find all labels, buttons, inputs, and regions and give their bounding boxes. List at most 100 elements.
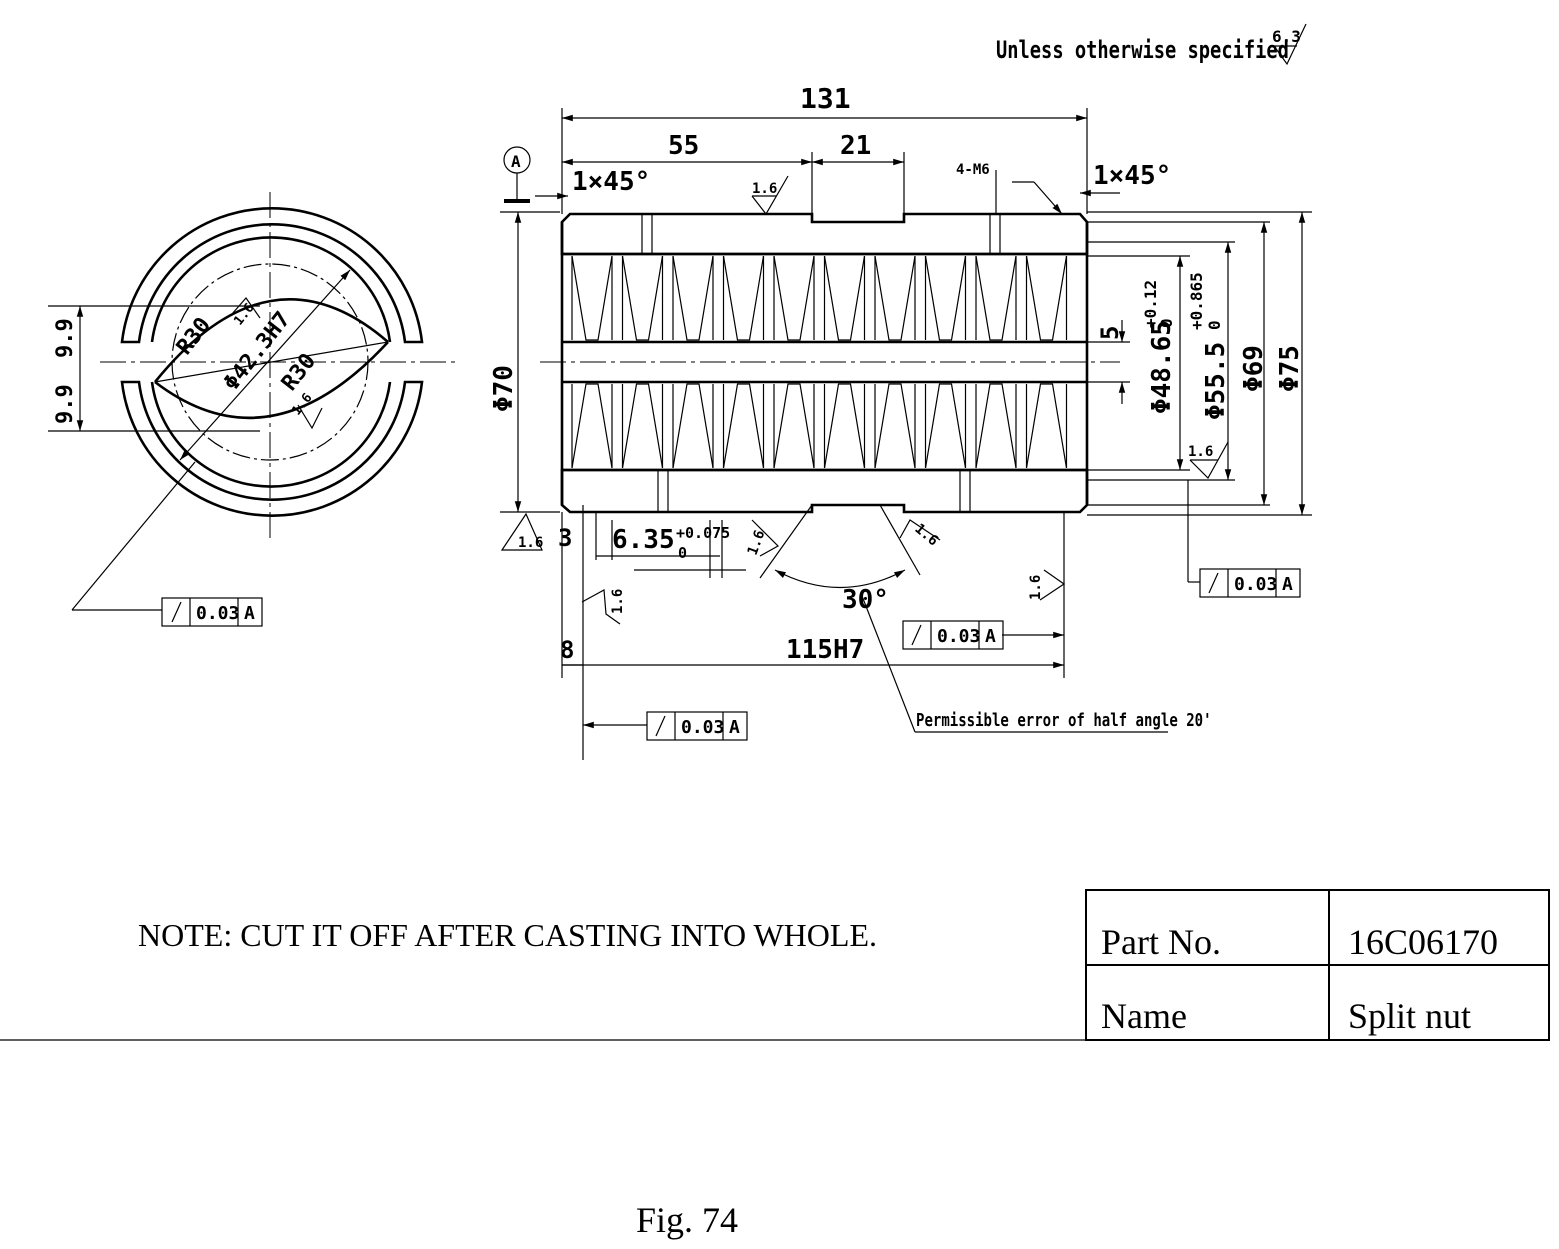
runout-icon (655, 715, 666, 737)
thread-flank (621, 383, 664, 469)
runout-icon (911, 624, 922, 646)
dim-chamfer-right: 1×45° (1093, 161, 1171, 191)
thread-flank (823, 383, 866, 469)
thread-flank (823, 255, 866, 341)
surface-note-text: Unless otherwise specified (996, 37, 1289, 65)
section-view: Φ75 Φ69 Φ55.5 +0.865 0 Φ48.65 +0.12 0 5 … (489, 82, 1312, 760)
svg-text:0.03: 0.03 (196, 603, 239, 624)
svg-text:1.6: 1.6 (911, 521, 941, 550)
thread-profiles-upper (571, 255, 1068, 341)
roughness-icon: 1.6 (751, 175, 789, 216)
dim-115: 115H7 (786, 635, 864, 665)
svg-text:0.03: 0.03 (937, 626, 980, 647)
roughness-icon: 1.6 (500, 512, 543, 551)
figure-caption: Fig. 74 (636, 1200, 738, 1240)
roughness-icon: 1.6 (231, 297, 261, 328)
svg-text:A: A (511, 152, 521, 171)
svg-text:A: A (1282, 574, 1293, 595)
svg-text:1.6: 1.6 (518, 535, 543, 551)
svg-text:1.6: 1.6 (1028, 575, 1044, 600)
thread-flank (1025, 255, 1068, 341)
dim-dia-48-tol-upper: +0.12 (1141, 280, 1160, 328)
dim-dia-48: Φ48.65 (1147, 320, 1177, 414)
dim-21: 21 (840, 131, 871, 161)
thread-flank (571, 383, 613, 469)
thread-flank (773, 255, 815, 341)
dim-dia-55: Φ55.5 (1201, 342, 1231, 420)
thread-flank (672, 255, 714, 341)
part-no-label: Part No. (1101, 922, 1221, 962)
roughness-icon: 1.6 (289, 391, 323, 430)
thread-flank (621, 255, 664, 341)
title-block: Part No. 16C06170 Name Split nut (1085, 889, 1550, 1041)
thread-flank (722, 383, 765, 469)
roughness-icon: 1.6 (899, 519, 941, 550)
dim-dia-48-tol-lower: 0 (1157, 318, 1176, 328)
thread-flank (722, 255, 765, 341)
thread-flank (975, 383, 1017, 469)
roughness-icon: 1.6 (581, 589, 626, 625)
dim-pitch: 6.35 (612, 525, 675, 555)
dim-dia-55-tol-lower: 0 (1205, 320, 1224, 330)
dim-dia-69: Φ69 (1239, 345, 1269, 392)
half-angle-note: Permissible error of half angle 20' (916, 709, 1212, 730)
dim-pitch-tol-lower: 0 (678, 544, 687, 562)
thread-flank (924, 255, 967, 341)
svg-text:1.6: 1.6 (610, 589, 626, 614)
thread-flank (874, 383, 916, 469)
cast-note: NOTE: CUT IT OFF AFTER CASTING INTO WHOL… (138, 917, 877, 953)
upper-half-shell (120, 207, 424, 344)
svg-text:1.6: 1.6 (1188, 444, 1213, 460)
dim-55: 55 (668, 131, 699, 161)
thread-profiles-lower (571, 383, 1068, 469)
surface-note: Unless otherwise specified 6.3 (996, 23, 1307, 66)
lower-half-shell (120, 380, 424, 517)
tolerance-frame-mid: 0.03 A (902, 620, 1064, 650)
thread-flank (1025, 383, 1068, 469)
dim-dia-75: Φ75 (1275, 345, 1305, 392)
dim-8: 8 (560, 636, 574, 664)
dim-r30-b: R30 (277, 349, 321, 396)
thread-flank (672, 383, 714, 469)
dim-131: 131 (800, 82, 851, 115)
end-view: 9.9 9.9 R30 Φ42.3H7 R30 1.6 1.6 (48, 192, 455, 611)
thread-flank (773, 383, 815, 469)
thread-flank (571, 255, 613, 341)
dim-9-9-b: 9.9 (53, 384, 78, 424)
tolerance-frame-end-view: 0.03 A (161, 597, 263, 627)
svg-text:0.03: 0.03 (681, 717, 724, 738)
thread-flank (924, 383, 967, 469)
roughness-icon: 1.6 (1028, 569, 1066, 601)
surface-finish-icon: 6.3 (1272, 23, 1307, 66)
dim-pitch-tol-upper: +0.075 (676, 524, 730, 542)
dim-3: 3 (558, 524, 572, 552)
dim-9-9-a: 9.9 (53, 318, 78, 358)
part-no-value: 16C06170 (1348, 922, 1498, 962)
name-label: Name (1101, 996, 1187, 1036)
thread-flank (874, 255, 916, 341)
thread-flank (975, 255, 1017, 341)
tolerance-frame-right: 0.03 A (1187, 480, 1301, 598)
dim-r30-a: R30 (172, 313, 216, 360)
datum-a-symbol: A (503, 146, 531, 203)
svg-text:1.6: 1.6 (289, 391, 315, 419)
svg-text:A: A (244, 603, 255, 624)
surface-finish-value: 6.3 (1272, 27, 1301, 46)
svg-text:A: A (729, 717, 740, 738)
dim-angle: 30° (842, 585, 889, 615)
svg-text:1.6: 1.6 (752, 181, 777, 197)
dim-5: 5 (1096, 326, 1124, 340)
dim-chamfer-left: 1×45° (572, 167, 650, 197)
runout-icon (1208, 572, 1219, 594)
name-value: Split nut (1348, 996, 1471, 1036)
dim-dia-55-tol-upper: +0.865 (1187, 272, 1206, 330)
svg-text:A: A (985, 626, 996, 647)
tolerance-frame-bottom: 0.03 A (583, 711, 748, 741)
runout-icon (171, 601, 182, 623)
roughness-icon: 1.6 (745, 519, 779, 557)
dim-dia-70: Φ70 (489, 365, 519, 412)
svg-text:0.03: 0.03 (1234, 574, 1277, 595)
dim-thread-holes: 4-M6 (956, 162, 990, 178)
roughness-icon: 1.6 (1188, 441, 1229, 479)
